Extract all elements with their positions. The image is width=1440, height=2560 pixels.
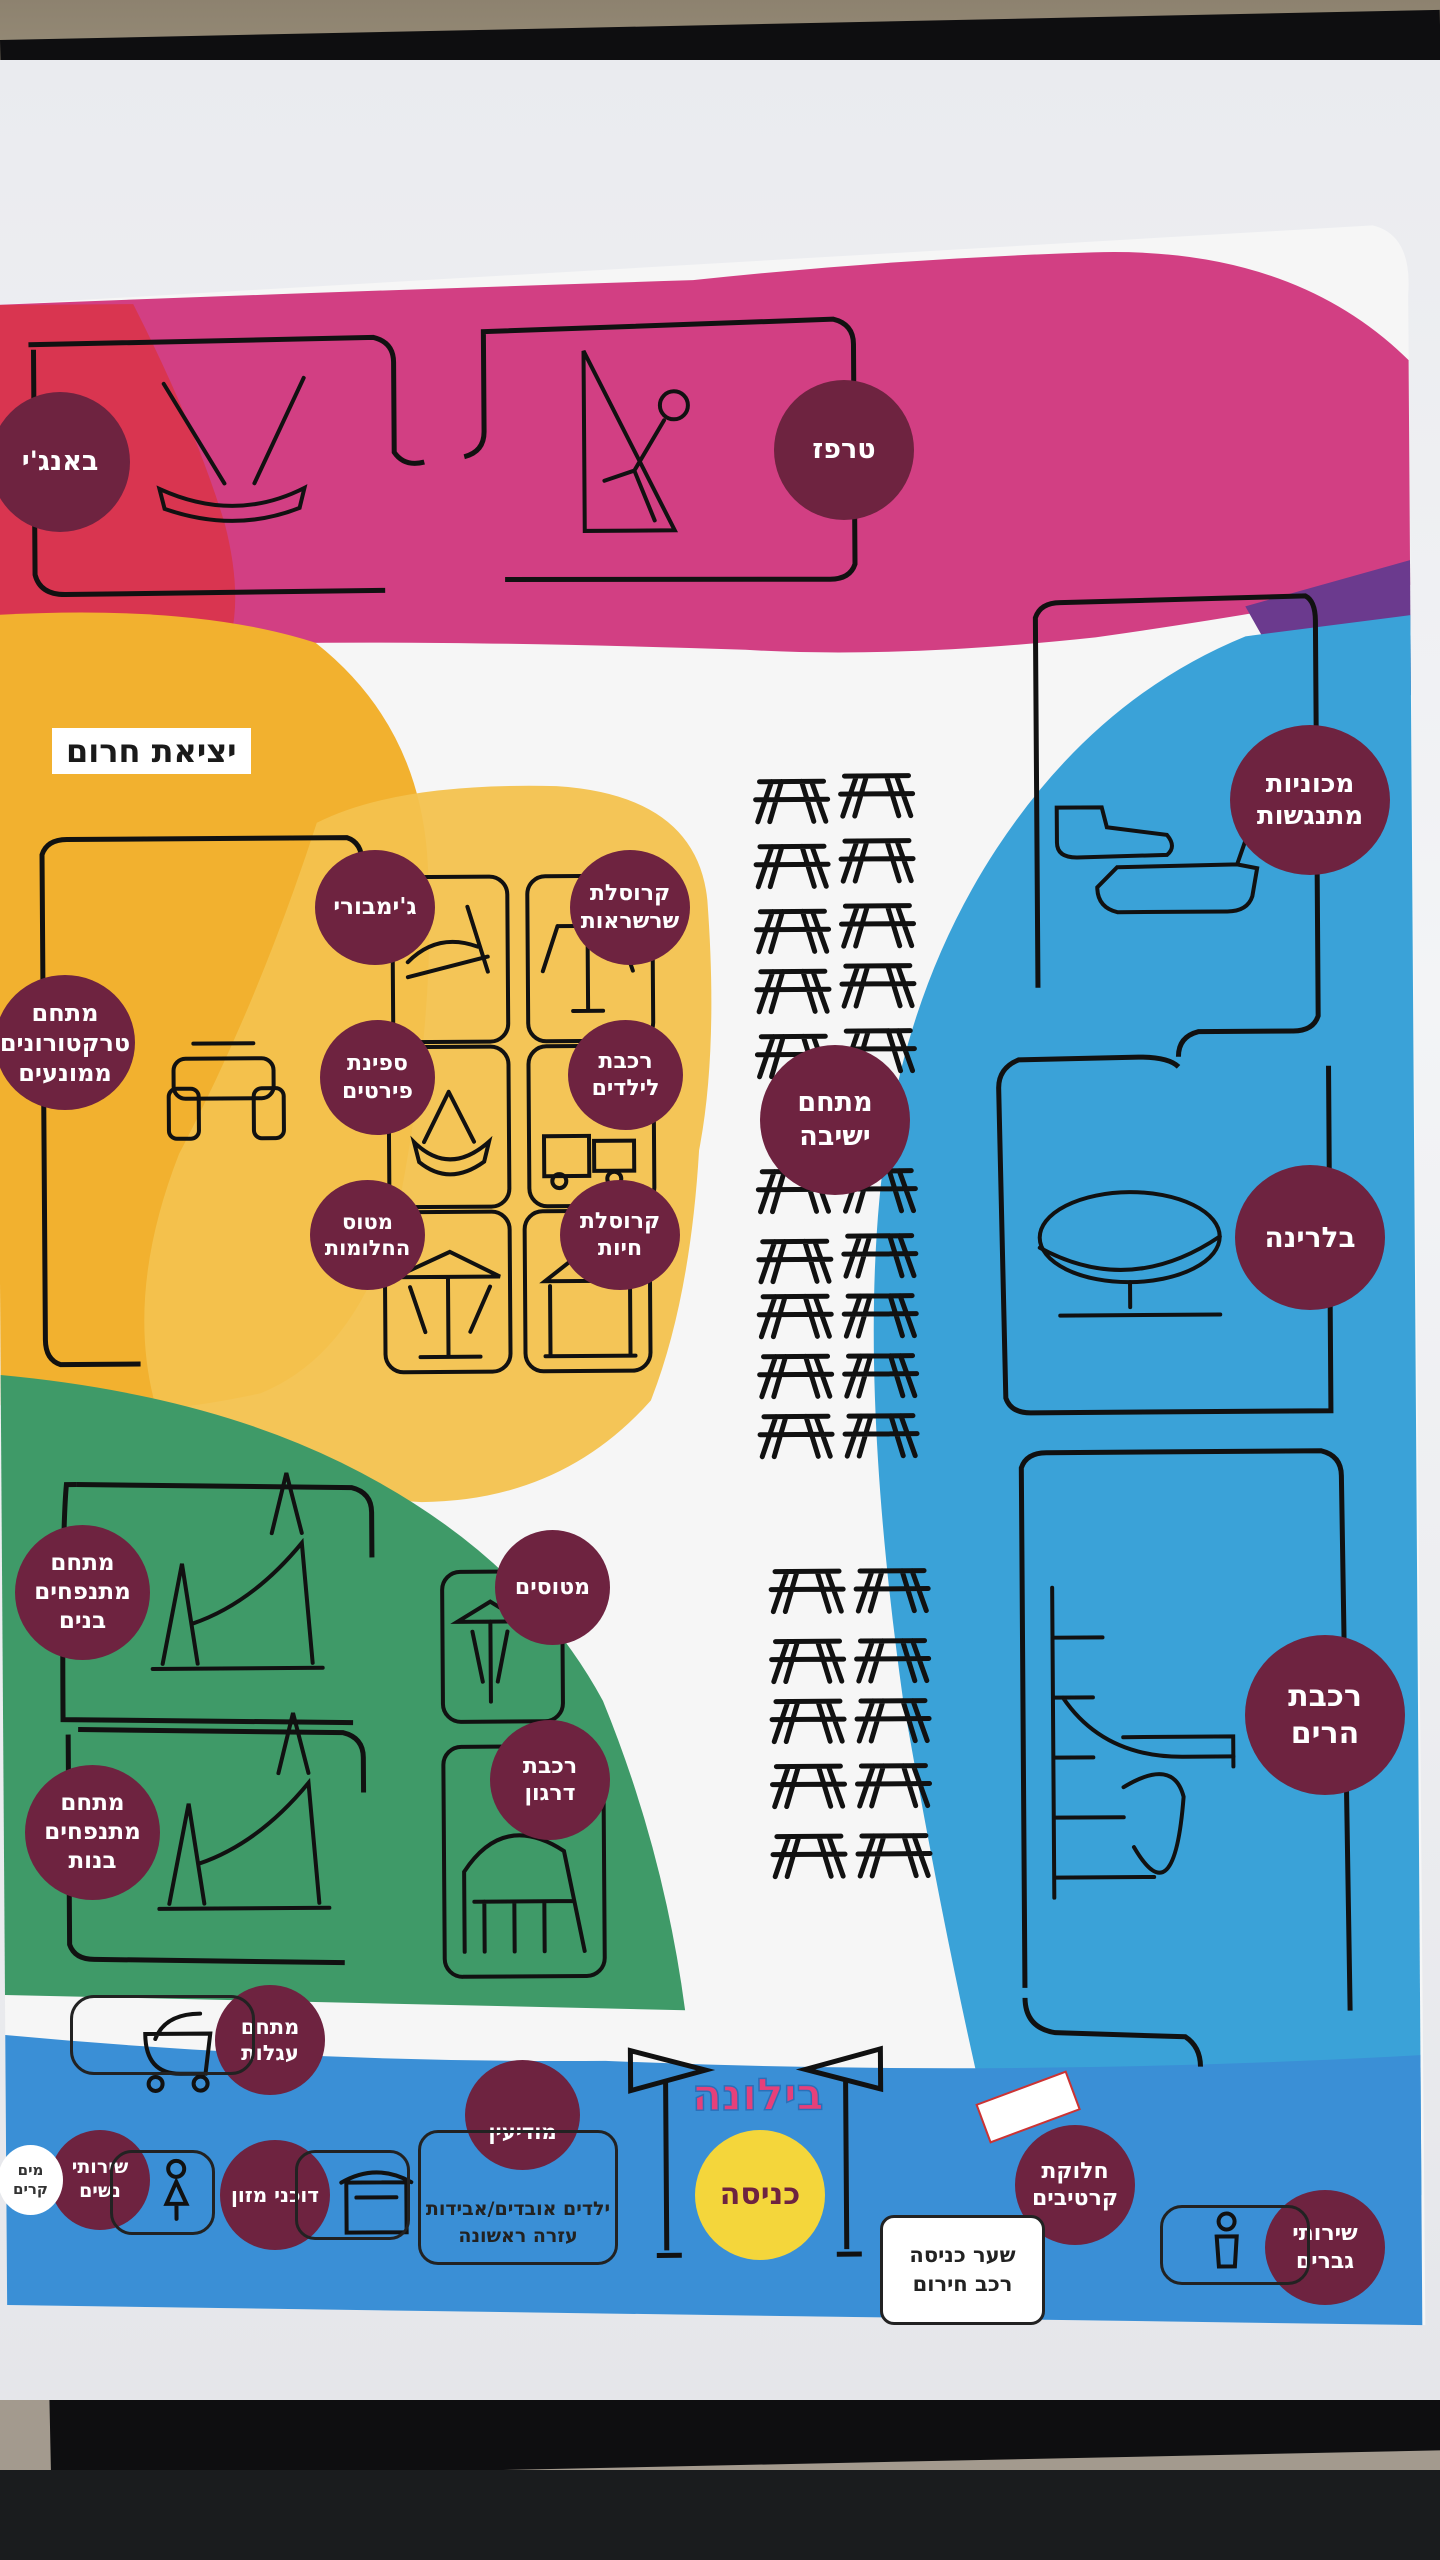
quad-bike-icon: [166, 1041, 286, 1141]
tag-gymbori: ג'ימבורי: [315, 850, 435, 965]
tag-mens-restrooms: שירותי גברים: [1265, 2190, 1385, 2305]
park-logo: בילונה: [692, 2069, 824, 2121]
tag-seating-area: מתחם ישיבה: [760, 1045, 910, 1195]
tag-boys-inflatables: מתחם מתנפחים בנים: [15, 1525, 150, 1660]
pirate-ship-icon: [410, 1089, 493, 1177]
gymbori-icon: [405, 904, 490, 980]
plane-carousel-icon: [394, 1249, 501, 1360]
food-stand-box: [295, 2150, 410, 2240]
zone-blue: [873, 615, 1422, 2199]
zone-light-yellow: [144, 785, 712, 1503]
bungee-icon: [156, 375, 308, 523]
man-icon: [1214, 2211, 1239, 2269]
womens-restroom-box: [110, 2150, 215, 2235]
tag-strollers: מתחם עגלות: [215, 1985, 325, 2095]
tag-entrance: כניסה: [695, 2130, 825, 2260]
tag-chain-carousel: קרוסלת שרשראות: [570, 850, 690, 965]
tag-dragon-train: רכבת דרגון: [490, 1720, 610, 1840]
tag-info: מודיעין: [465, 2060, 580, 2170]
stroller-area-box: [70, 1995, 255, 2075]
food-stand-icon: [339, 2170, 414, 2235]
climber-icon: [581, 350, 690, 533]
tag-dream-plane: מטוס החלומות: [310, 1180, 425, 1290]
emergency-exit-label: יציאת חרום: [52, 728, 251, 774]
tag-pirate-ship: ספינת פירטים: [320, 1020, 435, 1135]
tag-bumper-cars: מכוניות מתנגשות: [1230, 725, 1390, 875]
tag-tractors: מתחם טרקטורונים ממונעים: [0, 975, 135, 1110]
tag-planes: מטוסים: [495, 1530, 610, 1645]
tag-trampoline: טרפז: [774, 380, 914, 520]
emergency-gate-box: שער כניסה רכב חירום: [880, 2215, 1045, 2325]
boys-inflatable-icon: [150, 1472, 325, 1671]
tag-ballerina: בלרינה: [1235, 1165, 1385, 1310]
ballerina-icon: [1037, 1190, 1223, 1318]
tag-bungee: באנג'י: [0, 392, 130, 532]
hot-water-badge: מים קרים: [0, 2145, 63, 2215]
coaster-icon: [1050, 1585, 1236, 1900]
dragon-icon: [462, 1833, 587, 1954]
zone-green: [0, 1375, 686, 2011]
woman-icon: [163, 2158, 190, 2221]
ticket-sticker: [975, 2070, 1081, 2144]
zone-magenta: [0, 252, 1411, 653]
walkway-paths: [28, 316, 1353, 2067]
floor-bottom: [0, 2470, 1440, 2560]
info-note-box: ילדים אובדים/אבידות עזרה ראשונה: [418, 2130, 618, 2265]
tag-roller-coaster: רכבת הרים: [1245, 1635, 1405, 1795]
tag-animal-carousel: קרוסלת חיות: [560, 1180, 680, 1290]
entrance-gate: [627, 2045, 884, 2258]
tag-girls-inflatables: מתחם מתנפחים בנות: [25, 1765, 160, 1900]
mens-restroom-box: [1160, 2205, 1310, 2285]
girls-inflatable-icon: [157, 1712, 332, 1911]
tag-kids-train: רכבת לילדים: [568, 1020, 683, 1130]
